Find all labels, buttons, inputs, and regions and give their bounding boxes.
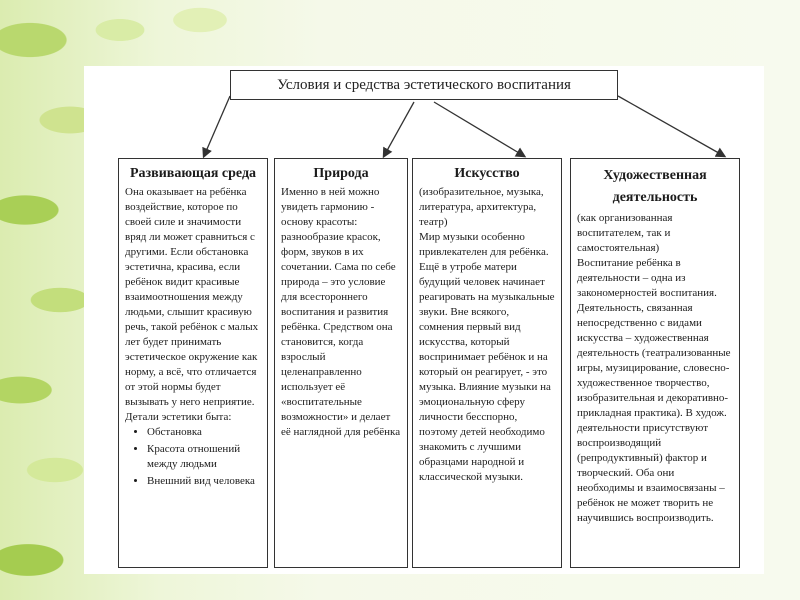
column-artistic-activity: Художественная деятельность (как организ… <box>570 158 740 568</box>
arrow-to-environment <box>204 96 230 156</box>
column-subtitle: (как организованная воспитателем, так и … <box>577 211 733 256</box>
arrow-to-activity <box>618 96 724 156</box>
diagram-title: Условия и средства эстетического воспита… <box>230 70 618 100</box>
list-title: Детали эстетики быта: <box>125 410 261 425</box>
column-text: Именно в ней можно увидеть гармонию - ос… <box>281 185 401 440</box>
column-subtitle: (изобразительное, музыка, литература, ар… <box>419 185 555 230</box>
column-text: Воспитание ребёнка в деятельности – одна… <box>577 256 733 526</box>
list-item: Внешний вид человека <box>147 474 261 489</box>
column-heading: Природа <box>281 165 401 183</box>
column-nature: Природа Именно в ней можно увидеть гармо… <box>274 158 408 568</box>
column-text: Она оказывает на ребёнка воздействие, ко… <box>125 185 261 410</box>
column-art: Искусство (изобразительное, музыка, лите… <box>412 158 562 568</box>
list-item: Красота отношений между людьми <box>147 442 261 472</box>
column-heading: Художественная деятельность <box>577 165 733 209</box>
arrow-to-nature <box>384 102 414 156</box>
column-text: Мир музыки особенно привлекателен для ре… <box>419 230 555 485</box>
list-item: Обстановка <box>147 425 261 440</box>
column-heading: Развивающая среда <box>125 165 261 183</box>
diagram-slide: Условия и средства эстетического воспита… <box>84 66 764 574</box>
column-developing-environment: Развивающая среда Она оказывает на ребён… <box>118 158 268 568</box>
column-heading: Искусство <box>419 165 555 183</box>
arrow-to-art <box>434 102 524 156</box>
aesthetics-list: Обстановка Красота отношений между людьм… <box>125 425 261 489</box>
